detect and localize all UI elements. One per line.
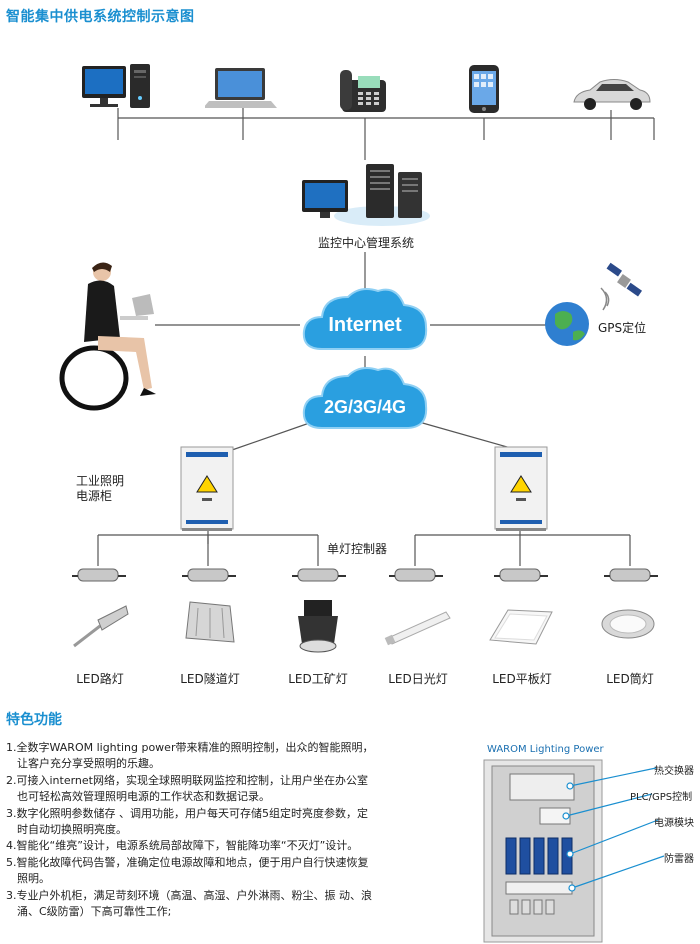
lamp-name-3: LED工矿灯: [288, 672, 348, 686]
callout-heat-exchanger: 热交换器: [654, 766, 694, 777]
lamp-controller-3-icon: [292, 568, 346, 582]
cabinet-label-line1: 工业照明: [76, 474, 125, 488]
server-monitor-icon: [302, 164, 430, 226]
features-list: 1.全数字WAROM lighting power带来精准的照明控制，出众的智能…: [6, 740, 426, 920]
callout-power-module: 电源模块: [654, 818, 694, 829]
callout-plc-gps: PLC/GPS控制: [630, 792, 693, 803]
car-icon: [573, 79, 651, 110]
lamp-name-6: LED筒灯: [606, 672, 654, 686]
feature-item-2: 2.可接入internet网络，实现全球照明联网监控和控制，让用户坐在办公室 也…: [6, 773, 426, 806]
desk-phone-icon: [340, 70, 386, 112]
cabinet-photo-title: WAROM Lighting Power: [487, 744, 604, 755]
feature-5-line1: 5.智能化故障代码告警，准确定位电源故障和地点，便于用户自行快速恢复: [6, 855, 369, 869]
power-cabinet-right-icon: [494, 446, 548, 531]
internet-cloud-label: Internet: [328, 314, 402, 336]
callout-surge-protector: 防雷器: [664, 854, 694, 865]
smartphone-icon: [469, 65, 499, 113]
feature-item-3: 3.数字化照明参数储存 、调用功能，用户每天可存储5组定时亮度参数，定 时自动切…: [6, 806, 426, 839]
feature-item-4: 4.智能化“维亮”设计，电源系统局部故障下，智能降功率“不灭灯”设计。: [6, 838, 426, 854]
feature-6-line1: 3.专业户外机柜，满足苛刻环境（高温、高湿、户外淋雨、粉尘、振 动、浪: [6, 888, 372, 902]
feature-1-line2: 让客户充分享受照明的乐趣。: [17, 757, 160, 771]
feature-2-line2: 也可轻松高效管理照明电源的工作状态和数据记录。: [17, 790, 270, 804]
page-title: 智能集中供电系统控制示意图: [6, 9, 195, 25]
power-cabinet-left-icon: [180, 446, 234, 531]
lamp-name-5: LED平板灯: [492, 672, 552, 686]
lamp-name-4: LED日光灯: [388, 672, 448, 686]
mobile-cloud-label: 2G/3G/4G: [323, 397, 407, 417]
feature-4-line1: 4.智能化“维亮”设计，电源系统局部故障下，智能降功率“不灭灯”设计。: [6, 839, 359, 853]
desktop-computer-icon: [82, 64, 150, 108]
cabinet-photo-illustration: [483, 759, 665, 943]
monitor-center-label: 监控中心管理系统: [318, 236, 415, 250]
lamp-controller-6-icon: [604, 568, 658, 582]
panel-lamp-icon: [489, 609, 553, 645]
mobile-network-cloud-icon: [302, 367, 428, 429]
lamp-name-1: LED路灯: [76, 672, 124, 686]
mining-lamp-icon: [298, 600, 338, 653]
cabinet-label-line2: 电源柜: [76, 489, 113, 503]
controller-label: 单灯控制器: [327, 542, 388, 556]
gps-label: GPS定位: [598, 321, 647, 335]
feature-3-line1: 3.数字化照明参数储存 、调用功能，用户每天可存储5组定时亮度参数，定: [6, 806, 368, 820]
internet-cloud-icon: [302, 288, 428, 350]
feature-5-line2: 照明。: [17, 872, 50, 886]
tube-lamp-icon: [384, 611, 451, 646]
feature-item-5: 5.智能化故障代码告警，准确定位电源故障和地点，便于用户自行快速恢复 照明。: [6, 855, 426, 888]
lamp-controller-5-icon: [494, 568, 548, 582]
laptop-icon: [205, 68, 277, 108]
feature-item-1: 1.全数字WAROM lighting power带来精准的照明控制，出众的智能…: [6, 740, 426, 773]
gps-satellite-globe-icon: [545, 262, 643, 346]
person-with-laptop-icon: [59, 262, 156, 411]
lamp-name-2: LED隧道灯: [180, 672, 240, 686]
lamp-controller-2-icon: [182, 568, 236, 582]
feature-item-6: 3.专业户外机柜，满足苛刻环境（高温、高湿、户外淋雨、粉尘、振 动、浪 涌、C级…: [6, 888, 426, 921]
street-lamp-icon: [73, 605, 129, 648]
feature-3-line2: 时自动切换照明亮度。: [17, 823, 127, 837]
downlight-icon: [601, 609, 655, 639]
feature-6-line2: 涌、C级防雷）下高可靠性工作;: [17, 905, 172, 919]
feature-1-line1: 1.全数字WAROM lighting power带来精准的照明控制，出众的智能…: [6, 741, 374, 754]
feature-2-line1: 2.可接入internet网络，实现全球照明联网监控和控制，让用户坐在办公室: [6, 773, 368, 787]
features-heading: 特色功能: [6, 712, 62, 728]
tunnel-lamp-icon: [185, 601, 235, 643]
lamp-controller-1-icon: [72, 568, 126, 582]
lamp-controller-4-icon: [389, 568, 443, 582]
